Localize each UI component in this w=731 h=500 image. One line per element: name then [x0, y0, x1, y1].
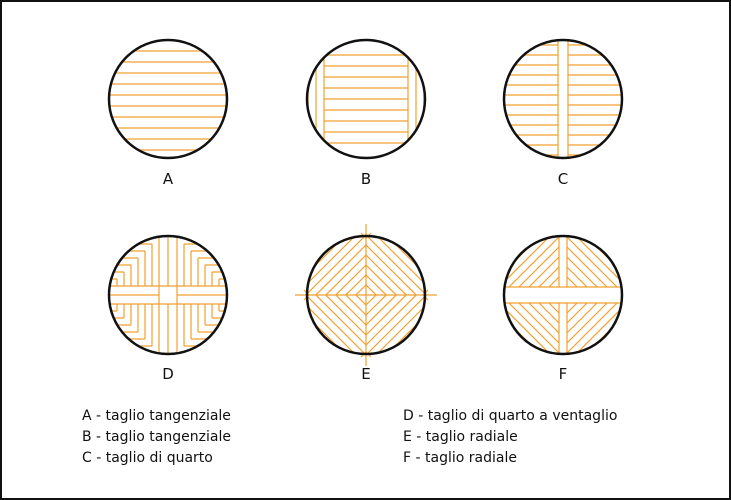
grain-line: [325, 254, 367, 296]
grain-line: [307, 294, 367, 354]
cut-f-log-outline: [502, 234, 624, 356]
grain-line: [548, 302, 560, 314]
grain-line: [365, 294, 377, 306]
grain-line: [365, 264, 397, 296]
grain-line: [365, 294, 407, 336]
grain-line: [315, 294, 367, 346]
cut-e-grain: [295, 224, 437, 366]
legend-item-c: C - taglio di quarto: [82, 450, 213, 466]
grain-line: [538, 302, 560, 324]
cut-e-label: E: [361, 365, 370, 383]
cut-d-diagram: D: [107, 234, 229, 383]
grain-line: [566, 302, 622, 354]
cut-a-label: A: [163, 170, 174, 188]
grain-line: [504, 302, 560, 354]
grain-line: [335, 264, 367, 296]
grain-line: [566, 302, 618, 354]
legend-item-e: E - taglio radiale: [403, 429, 518, 445]
grain-line: [365, 236, 425, 296]
grain-line: [518, 246, 560, 288]
cut-c-diagram: C: [502, 38, 624, 188]
grain-line: [365, 294, 425, 354]
cut-f-label: F: [559, 365, 568, 383]
legend-item-d: D - taglio di quarto a ventaglio: [403, 408, 618, 424]
grain-line: [365, 244, 417, 296]
grain-line: [566, 236, 622, 288]
grain-line: [307, 236, 367, 296]
grain-line: [504, 236, 560, 288]
cut-e-log-outline: [305, 234, 427, 356]
cut-d-label: D: [162, 365, 174, 383]
grain-line: [566, 302, 608, 344]
grain-line: [548, 276, 560, 288]
grain-line: [307, 294, 367, 354]
cut-e-diagram: E: [295, 224, 437, 383]
grain-line: [307, 294, 367, 354]
grain-line: [508, 236, 560, 288]
grain-line: [518, 302, 560, 344]
cut-d-grain: [109, 236, 227, 354]
grain-line: [365, 294, 397, 326]
grain-line: [566, 302, 578, 314]
legend-right: D - taglio di quarto a ventaglio E - tag…: [403, 406, 617, 469]
grain-line: [566, 246, 608, 288]
grain-line: [504, 236, 560, 288]
grain-line: [528, 256, 560, 288]
cut-a-diagram: A: [107, 38, 229, 188]
cut-f-grain: [504, 236, 622, 354]
grain-line: [528, 302, 560, 334]
grain-line: [538, 266, 560, 288]
grain-line: [365, 236, 425, 296]
grain-line: [566, 236, 622, 288]
grain-line: [355, 294, 367, 306]
legend-left: A - taglio tangenziale B - taglio tangen…: [82, 406, 231, 469]
legend-item-f: F - taglio radiale: [403, 450, 517, 466]
grain-line: [365, 294, 425, 354]
cut-c-log-outline: [502, 38, 624, 160]
grain-line: [365, 294, 417, 346]
grain-line: [566, 302, 598, 334]
grain-line: [566, 302, 622, 354]
grain-line: [365, 284, 377, 296]
grain-line: [365, 236, 425, 296]
cut-d-log-outline: [107, 234, 229, 356]
grain-line: [566, 302, 622, 354]
cut-b-log-outline: [305, 38, 427, 160]
grain-line: [566, 256, 598, 288]
grain-line: [365, 274, 387, 296]
grain-line: [566, 236, 618, 288]
grain-line: [315, 244, 367, 296]
grain-line: [365, 294, 387, 316]
cut-a-log-outline: [107, 38, 229, 160]
grain-line: [365, 254, 407, 296]
grain-line: [325, 294, 367, 336]
grain-line: [566, 266, 588, 288]
grain-line: [566, 276, 578, 288]
grain-line: [566, 236, 622, 288]
grain-line: [365, 294, 425, 354]
legend-item-a: A - taglio tangenziale: [82, 408, 231, 424]
grain-line: [307, 236, 367, 296]
grain-line: [355, 284, 367, 296]
cut-b-diagram: B: [305, 38, 427, 188]
cut-b-label: B: [361, 170, 371, 188]
grain-line: [508, 302, 560, 354]
grain-line: [504, 236, 560, 288]
grain-line: [566, 302, 588, 324]
cut-f-diagram: F: [502, 234, 624, 383]
grain-line: [345, 294, 367, 316]
grain-line: [504, 302, 560, 354]
legend-item-b: B - taglio tangenziale: [82, 429, 231, 445]
grain-line: [345, 274, 367, 296]
grain-line: [335, 294, 367, 326]
cut-c-label: C: [558, 170, 568, 188]
grain-line: [307, 236, 367, 296]
grain-line: [504, 302, 560, 354]
